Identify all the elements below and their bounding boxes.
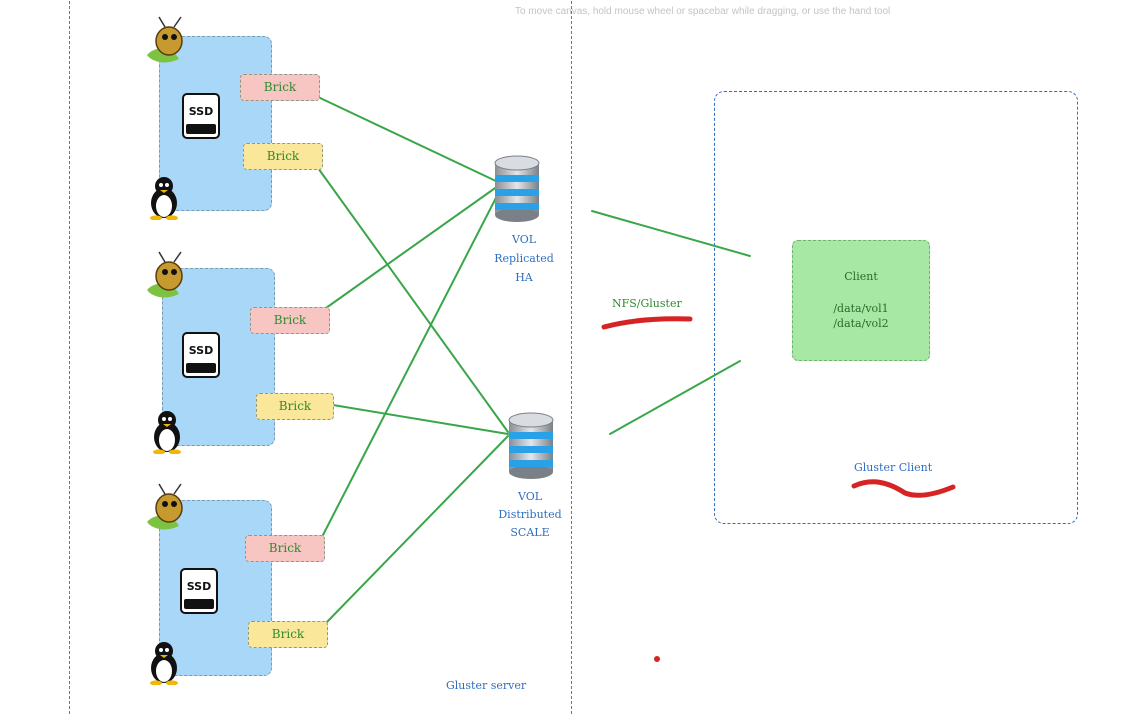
- volume-line: VOL: [517, 490, 543, 503]
- client-title: Client: [844, 270, 878, 283]
- nfs-gluster-label: NFS/Gluster: [612, 297, 682, 310]
- link-replicated-to-client: [591, 210, 751, 257]
- svg-text:SSD: SSD: [189, 344, 213, 357]
- linux-tux-icon: [153, 411, 181, 454]
- link-node1-brick1-to-replicated: [317, 96, 499, 183]
- brick-node2-2[interactable]: Brick: [256, 393, 334, 420]
- client-mount-path: /data/vol2: [833, 317, 889, 330]
- nfs-underline-scribble: [601, 316, 693, 330]
- volume-line: Replicated: [494, 252, 554, 265]
- volume-line: HA: [515, 271, 533, 284]
- gluster-client-underline-scribble: [851, 479, 956, 498]
- svg-text:SSD: SSD: [189, 105, 213, 118]
- link-node2-brick2-to-distributed: [332, 404, 509, 435]
- gluster-ant-icon: [147, 16, 183, 63]
- volume-replicated-label: VOL Replicated HA: [488, 230, 560, 287]
- brick-node1-2[interactable]: Brick: [243, 143, 323, 170]
- ssd-icon: SSD: [180, 568, 218, 614]
- client-box[interactable]: [792, 240, 930, 361]
- brick-node2-1[interactable]: Brick: [250, 307, 330, 334]
- link-distributed-to-client: [609, 360, 741, 435]
- brick-node3-2[interactable]: Brick: [248, 621, 328, 648]
- canvas-hint: To move canvas, hold mouse wheel or spac…: [515, 6, 891, 17]
- linux-tux-icon: [150, 642, 178, 685]
- volume-line: Distributed: [498, 508, 562, 521]
- volume-distributed-label: VOL Distributed SCALE: [492, 488, 568, 542]
- link-node2-brick1-to-replicated: [325, 185, 499, 309]
- svg-text:SSD: SSD: [187, 580, 211, 593]
- volume-line: SCALE: [510, 526, 550, 539]
- gluster-client-label: Gluster Client: [854, 461, 933, 474]
- database-icon[interactable]: [492, 155, 542, 223]
- gluster-client-boundary: [714, 91, 1078, 524]
- ssd-icon: SSD: [182, 93, 220, 139]
- linux-tux-icon: [150, 177, 178, 220]
- gluster-server-boundary: [69, 0, 572, 714]
- link-node3-brick1-to-replicated: [322, 189, 501, 536]
- link-node3-brick2-to-distributed: [325, 435, 509, 624]
- stray-red-dot: [654, 656, 660, 662]
- brick-node1-1[interactable]: Brick: [240, 74, 320, 101]
- database-icon[interactable]: [506, 412, 556, 480]
- ssd-icon: SSD: [182, 332, 220, 378]
- gluster-ant-icon: [147, 483, 183, 530]
- volume-line: VOL: [511, 233, 537, 246]
- brick-node3-1[interactable]: Brick: [245, 535, 325, 562]
- gluster-server-label: Gluster server: [446, 679, 527, 692]
- gluster-ant-icon: [147, 251, 183, 298]
- client-mount-path: /data/vol1: [833, 302, 889, 315]
- link-node1-brick2-to-distributed: [317, 167, 509, 433]
